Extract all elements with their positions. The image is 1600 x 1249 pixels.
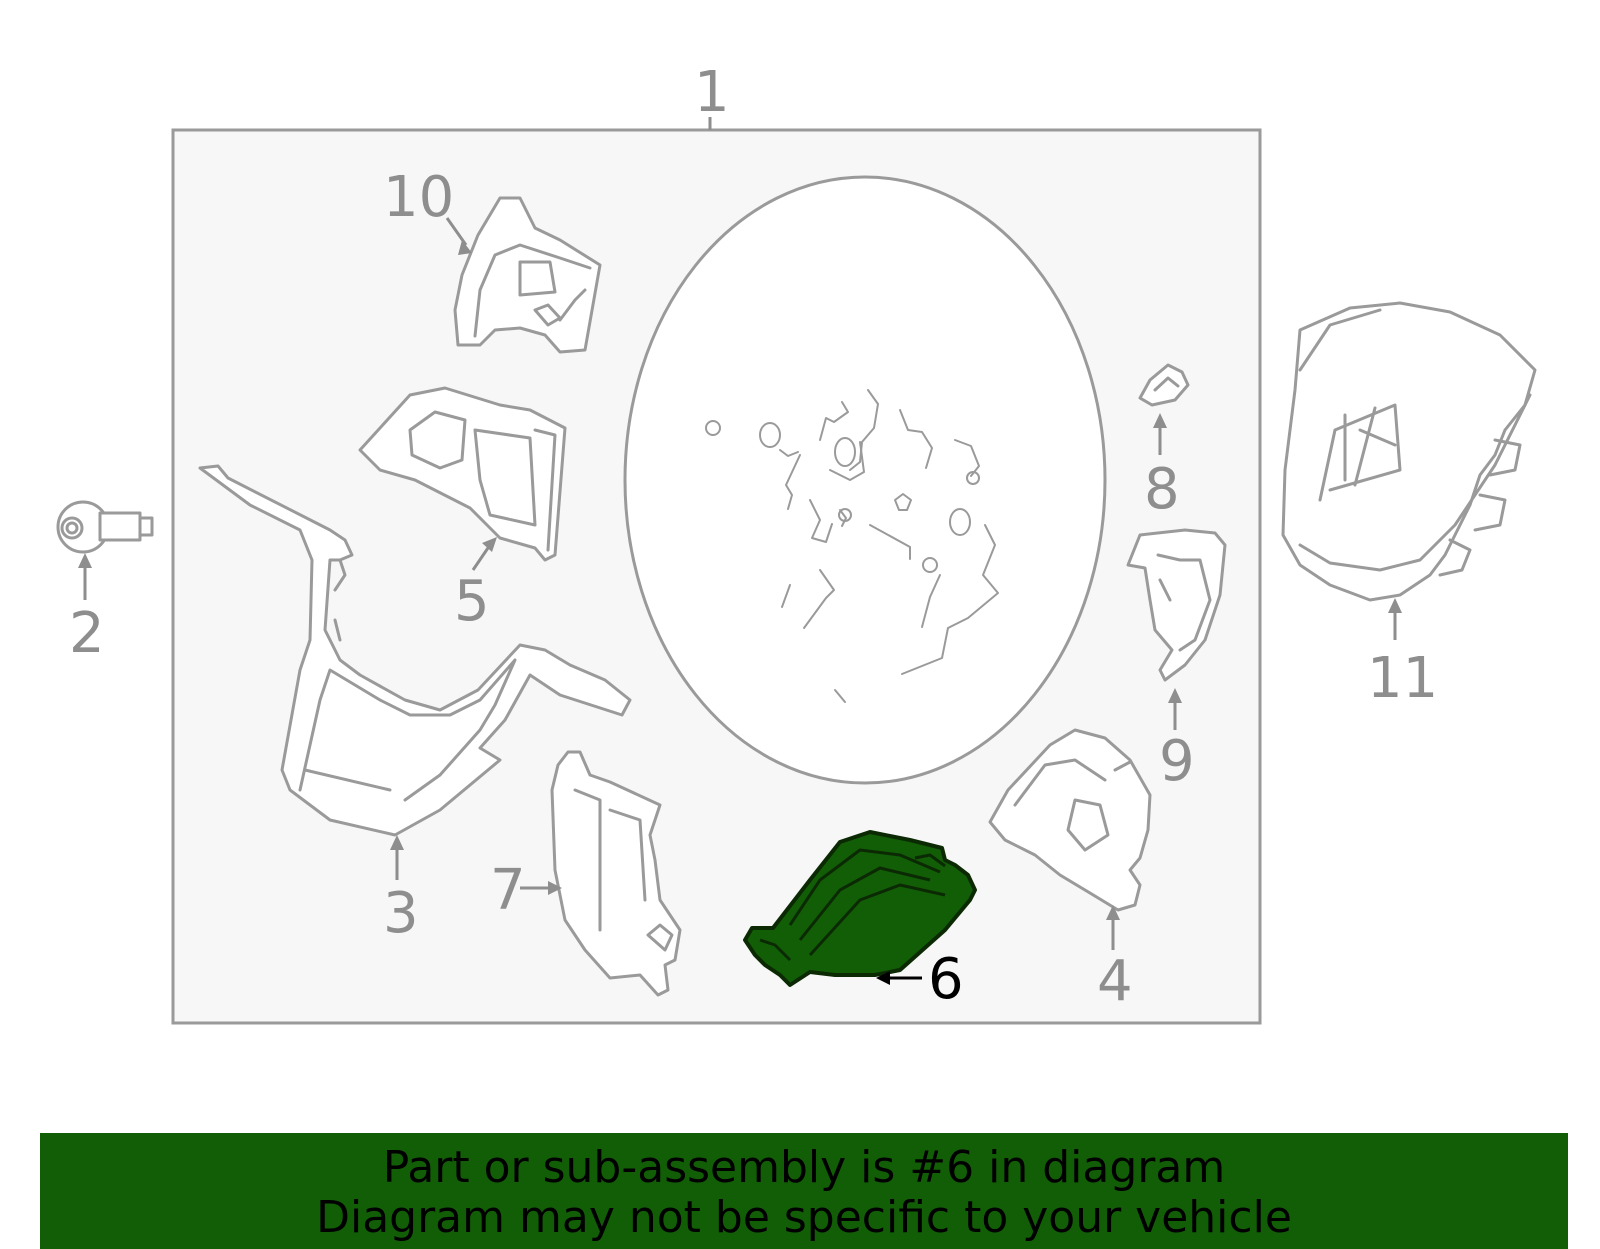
callout-8[interactable]: 8 — [1144, 457, 1180, 522]
callout-5-arrowhead — [482, 537, 497, 552]
callout-5-leader — [471, 544, 492, 571]
part-9-switch-bezel — [1126, 528, 1227, 682]
part-8-clip — [1138, 363, 1190, 407]
callout-2-arrowhead — [78, 553, 92, 568]
banner-line-1: Part or sub-assembly is #6 in diagram — [382, 1142, 1226, 1193]
part-6-switch-highlighted — [743, 830, 977, 987]
part-4-switch — [988, 728, 1152, 912]
callout-6-arrowhead — [876, 971, 890, 985]
part-5-switch — [358, 386, 567, 562]
steering-wheel — [623, 175, 1107, 785]
part-10-switch-bezel — [453, 196, 602, 354]
callout-4-arrowhead — [1106, 905, 1120, 920]
callout-1[interactable]: 1 — [694, 60, 730, 125]
banner-line-2: Diagram may not be specific to your vehi… — [316, 1192, 1292, 1243]
part-3-lower-cover — [198, 464, 632, 837]
callout-9-arrowhead — [1168, 688, 1182, 703]
callout-3[interactable]: 3 — [383, 881, 419, 946]
callout-6[interactable]: 6 — [928, 947, 964, 1012]
part-7-side-cover — [550, 750, 682, 997]
callout-10-arrowhead — [458, 240, 472, 255]
callout-8-arrowhead — [1153, 413, 1167, 428]
callout-4[interactable]: 4 — [1097, 949, 1133, 1014]
callout-3-arrowhead — [390, 835, 404, 850]
callout-10-leader — [445, 217, 468, 246]
callout-11[interactable]: 11 — [1367, 646, 1438, 711]
part-2-bolt — [56, 500, 154, 554]
callout-7-arrowhead — [548, 881, 562, 895]
callout-11-arrowhead — [1388, 598, 1402, 613]
callout-9[interactable]: 9 — [1159, 729, 1195, 794]
info-banner: Part or sub-assembly is #6 in diagram Di… — [40, 1133, 1568, 1249]
callout-7[interactable]: 7 — [490, 858, 526, 923]
steering-wheel-detail — [705, 389, 999, 703]
part-11-air-bag — [1281, 301, 1537, 602]
callout-5[interactable]: 5 — [454, 569, 490, 634]
callout-10[interactable]: 10 — [383, 165, 454, 230]
callout-2[interactable]: 2 — [69, 601, 105, 666]
